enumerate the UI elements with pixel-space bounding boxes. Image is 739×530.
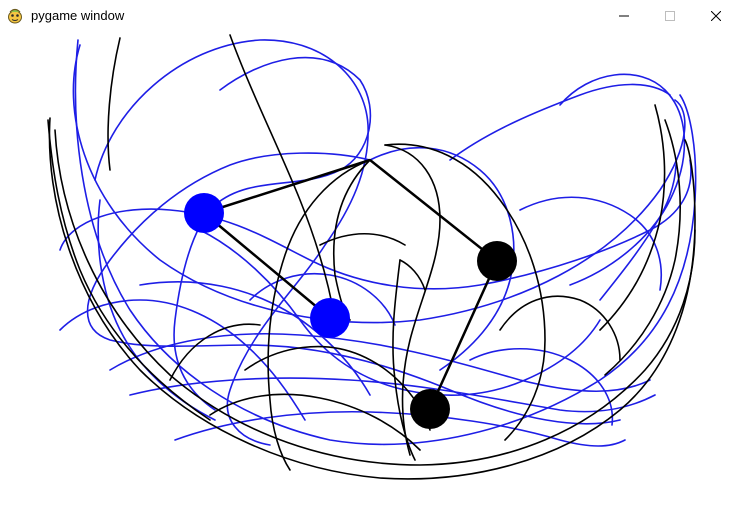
pendulum-a-rod-1 <box>203 158 371 215</box>
close-icon <box>711 10 721 21</box>
window-controls <box>601 0 739 31</box>
pendulum-b-bob-1 <box>477 241 517 281</box>
minimize-button[interactable] <box>601 0 647 31</box>
pendulum-rods <box>203 158 499 410</box>
pendulum-b-bob-2 <box>410 389 450 429</box>
pendulum-a-rod-2 <box>203 212 331 319</box>
close-button[interactable] <box>693 0 739 31</box>
title-bar[interactable]: pygame window <box>0 0 739 31</box>
simulation-drawing <box>47 34 697 480</box>
maximize-button[interactable] <box>647 0 693 31</box>
snake-icon <box>5 6 25 26</box>
pendulum-a-bob-2 <box>310 298 350 338</box>
pendulum-a-bob-1 <box>184 193 224 233</box>
pendulum-b-rod-2 <box>428 260 499 410</box>
pendulum-b-rod-1 <box>369 159 498 262</box>
pendulum-a-trail <box>59 39 697 447</box>
minimize-icon <box>619 11 629 21</box>
simulation-canvas[interactable] <box>0 31 739 530</box>
maximize-icon <box>665 10 675 21</box>
window-title: pygame window <box>31 8 125 23</box>
